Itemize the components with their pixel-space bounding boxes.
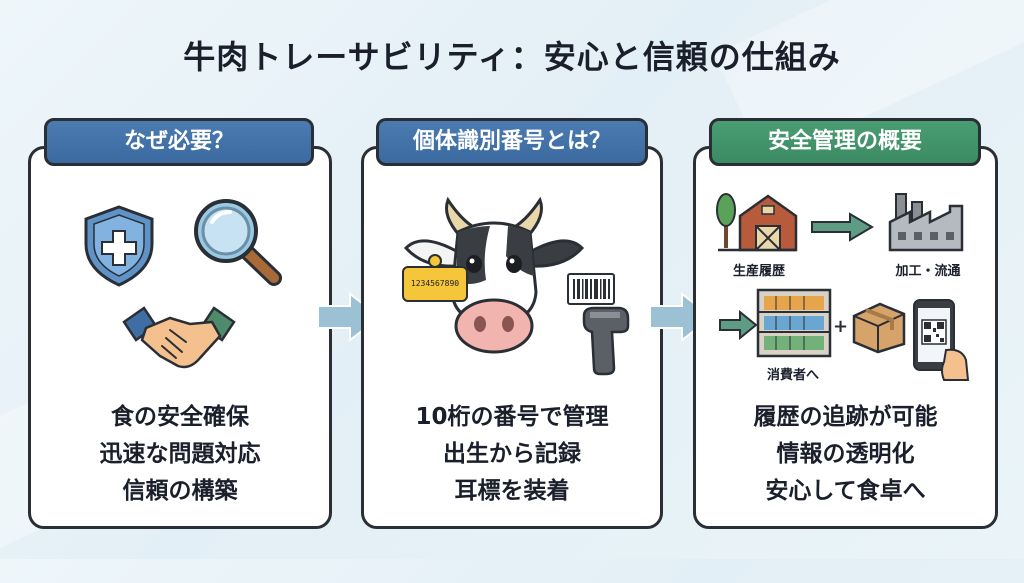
- panel-heading-id: 個体識別番号とは？: [376, 118, 648, 166]
- ear-tag-stud: [428, 254, 442, 268]
- smartphone-qr-icon: [913, 299, 970, 381]
- text-line: 耳標を装着: [454, 478, 570, 504]
- arrow-right-icon: [811, 212, 874, 242]
- label-farm: 生産履歴: [732, 264, 785, 279]
- package-box-icon: [852, 302, 906, 354]
- text-line: 安心して食卓へ: [765, 478, 926, 504]
- ear-tag-icon: 1234567890: [402, 266, 468, 302]
- panel-why-needed: 食の安全確保 迅速な問題対応 信頼の構築: [28, 146, 332, 529]
- ear-tag-number: 1234567890: [410, 279, 460, 288]
- text-line: 食の安全確保: [111, 404, 249, 430]
- shield-icon: [84, 205, 154, 287]
- panel-heading-safety: 安全管理の概要: [709, 118, 981, 166]
- farm-barn-icon: [716, 193, 798, 252]
- text-line: 10桁の番号で管理: [415, 404, 609, 430]
- text-line: 出生から記録: [443, 441, 581, 467]
- panel-text: 10桁の番号で管理 出生から記録 耳標を装着: [364, 399, 660, 510]
- panel-text: 履歴の追跡が可能 情報の透明化 安心して食卓へ: [696, 399, 995, 510]
- text-line: 信頼の構築: [122, 478, 238, 504]
- label-factory: 加工・流通: [895, 264, 961, 279]
- handshake-icon: [122, 306, 236, 369]
- panel-heading-why: なぜ必要？: [44, 118, 314, 166]
- magnifier-icon: [194, 199, 282, 286]
- store-shelf-icon: [756, 288, 832, 358]
- plus-icon: +: [833, 316, 849, 337]
- label-store: 消費者へ: [766, 368, 819, 383]
- text-line: 情報の透明化: [776, 441, 915, 467]
- factory-icon: [888, 193, 964, 252]
- page-title: 牛肉トレーサビリティ：安心と信頼の仕組み: [183, 38, 841, 76]
- text-line: 履歴の追跡が可能: [753, 404, 938, 430]
- text-line: 迅速な問題対応: [99, 441, 261, 467]
- barcode-scanner-icon: [567, 273, 630, 376]
- arrow-right-icon: [719, 310, 758, 340]
- panel-text: 食の安全確保 迅速な問題対応 信頼の構築: [31, 399, 329, 510]
